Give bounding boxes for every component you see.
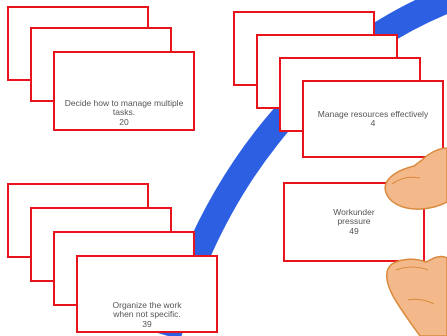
card-manage-resources[interactable]: Manage resources effectively 4 [302,80,444,158]
card-label: Decide how to manage multiple tasks. [64,97,184,117]
card-count: 39 [142,318,152,329]
card-work-under-pressure[interactable]: Workunder pressure 49 [283,182,425,262]
card-label: Workunder pressure [333,206,375,227]
card-count: 49 [349,225,359,236]
card-count: 4 [370,118,376,128]
card-label: Manage resources effectively [317,108,429,119]
card-decide-multiple-tasks[interactable]: Decide how to manage multiple tasks. 20 [53,51,195,131]
card-label: Organize the work when not specific. [112,299,182,319]
card-organize-work[interactable]: Organize the work when not specific. 39 [76,255,218,333]
card-count: 20 [119,116,129,127]
